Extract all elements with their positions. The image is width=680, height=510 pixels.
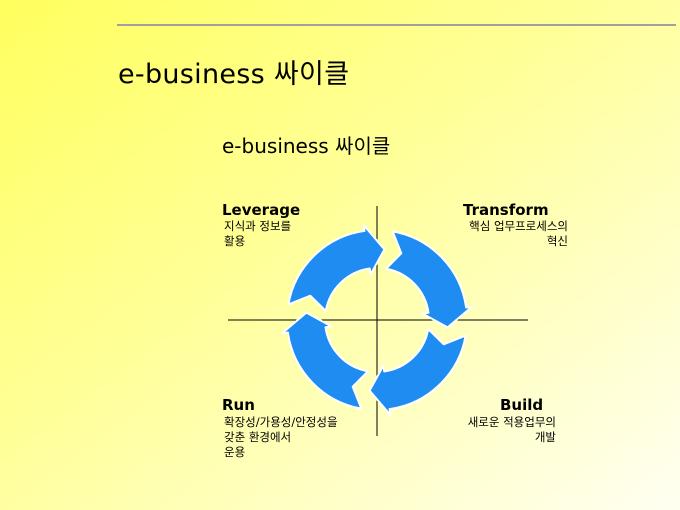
quadrant-desc-transform: 핵심 업무프로세스의 혁신 bbox=[469, 219, 568, 248]
top-divider-line bbox=[117, 24, 676, 26]
cycle-arrow-segment-2 bbox=[368, 328, 467, 417]
quadrant-desc-run: 확장성/가용성/안정성을 갖춘 환경에서 운용 bbox=[224, 415, 338, 459]
quadrant-desc-build: 새로운 적용업무의 개발 bbox=[467, 415, 556, 444]
diagram-title: e-business 싸이클 bbox=[222, 134, 391, 158]
quadrant-title-transform: Transform bbox=[463, 201, 549, 219]
quadrant-title-build: Build bbox=[500, 396, 544, 414]
cycle-arrow-segment-1 bbox=[385, 230, 474, 329]
quadrant-desc-leverage: 지식과 정보를 활용 bbox=[224, 219, 292, 248]
cycle-ring bbox=[280, 223, 474, 417]
cycle-arrow-segment-4 bbox=[287, 223, 386, 312]
quadrant-title-run: Run bbox=[222, 396, 255, 414]
cycle-arrow-segment-3 bbox=[280, 311, 369, 410]
slide-title: e-business 싸이클 bbox=[118, 59, 350, 90]
quadrant-title-leverage: Leverage bbox=[222, 201, 301, 219]
